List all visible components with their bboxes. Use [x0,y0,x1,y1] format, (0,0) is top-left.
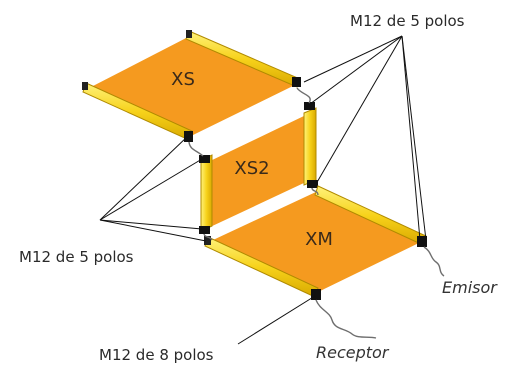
xs-end-cap [82,82,88,90]
cable-xs-to-xs2 [188,141,204,157]
leader-lines-top-right [303,35,427,241]
xs-connector [184,131,193,142]
callout-top-right: M12 de 5 polos [350,12,465,30]
zone-label-xs2: XS2 [234,158,269,179]
cable-xs-to-xs2-right [296,87,311,104]
field-xs2 [208,115,306,228]
xs2-connector-bottom-left [199,226,210,234]
xs2-connector-top-right [304,102,315,110]
receiver-cable [315,299,377,339]
emitter-cable [423,246,445,277]
zone-label-xm: XM [305,229,333,250]
cable-xs2-to-xm-right [311,187,319,196]
leader-line-bottom [237,295,316,345]
xm-front-cap [204,236,211,245]
xs-connector-top [292,77,301,87]
xs2-connector-top-left [199,155,210,163]
callout-bottom: M12 de 8 polos [99,346,214,364]
xm-receiver-connector [311,289,321,300]
port-label-receiver: Receptor [316,343,390,362]
xs2-left-bar [200,154,213,232]
leader-lines-left [99,135,207,242]
callout-left: M12 de 5 polos [19,248,134,266]
xs2-connector-bottom-right [307,180,318,188]
zone-label-xs: XS [171,69,195,90]
port-label-emitter: Emisor [442,278,498,297]
xm-emitter-connector [417,236,427,247]
xs2-right-bar [303,107,317,186]
cable-xs2-to-xm [203,233,213,241]
xs-back-cap [186,30,192,38]
